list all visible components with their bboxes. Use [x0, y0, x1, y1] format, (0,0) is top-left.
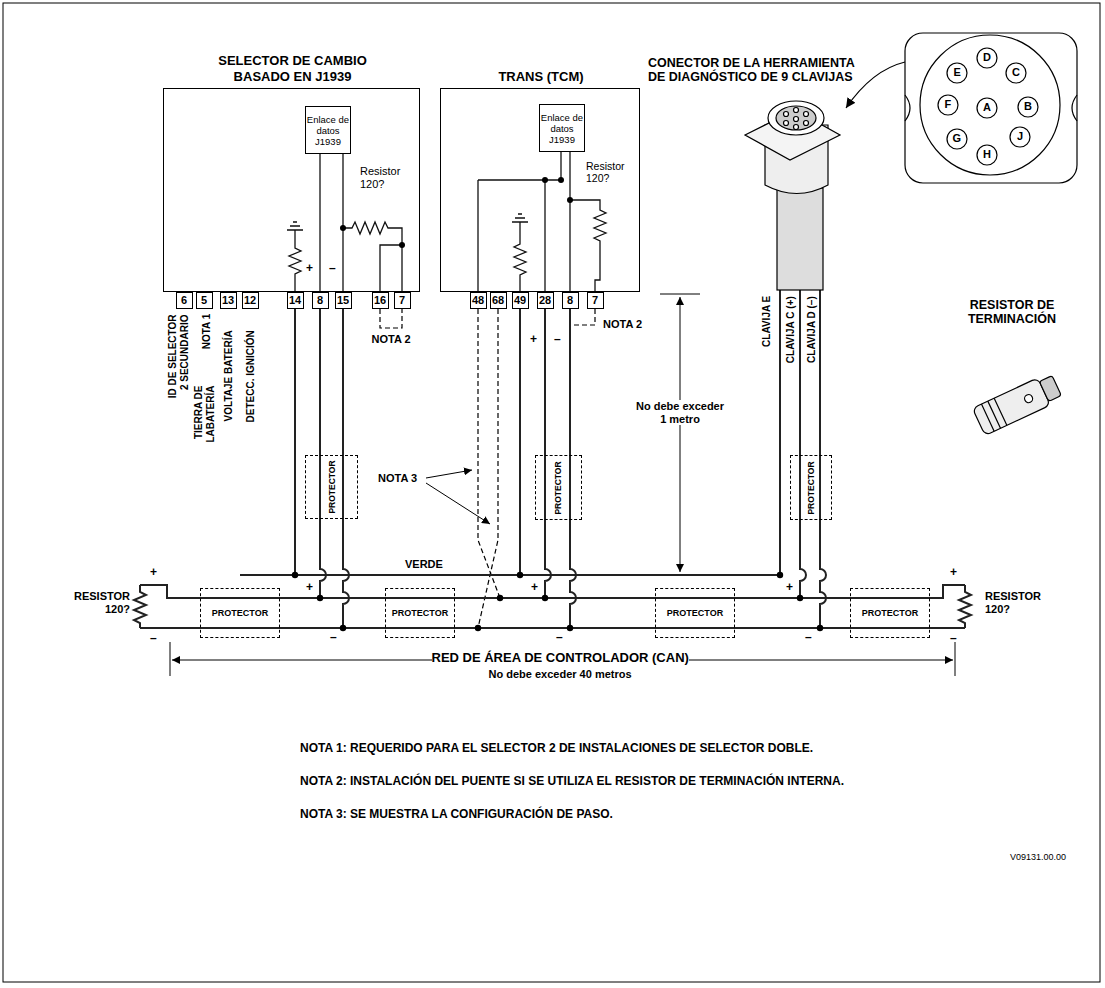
- pin-number: 13: [220, 292, 237, 309]
- polarity-sign: +: [150, 566, 157, 580]
- pin-number: 6: [176, 292, 193, 309]
- polarity-sign: –: [556, 631, 563, 645]
- polarity-sign: +: [306, 581, 313, 595]
- box-text: PROTECTOR: [666, 608, 724, 618]
- polarity-sign: +: [531, 581, 538, 595]
- junction-dots: [292, 177, 823, 631]
- protector-box: PROTECTOR: [535, 455, 582, 520]
- box-text: PROTECTOR: [211, 608, 269, 618]
- shift-selector-module: SELECTOR DE CAMBIO BASADO EN J1939Enlace…: [163, 88, 420, 292]
- pin-number: 7: [587, 292, 604, 309]
- protector-box: PROTECTOR: [305, 455, 358, 519]
- pin-number: 28: [537, 292, 554, 309]
- box-text: PROTECTOR: [806, 460, 816, 515]
- note-reference: NOTA 2: [372, 333, 411, 346]
- connector-pin-letter: J: [1017, 130, 1023, 143]
- pin-function-label: ID DE SELECTOR 2 SECUNDARIO: [167, 314, 190, 404]
- polarity-sign: –: [805, 631, 812, 645]
- resistor-label: RESISTOR 120?: [60, 590, 130, 615]
- connector-pin-letter: C: [1012, 66, 1020, 79]
- resistor-label: Resistor 120?: [360, 165, 408, 190]
- pin-number: 8: [312, 292, 329, 309]
- jumper-dashed: [380, 309, 595, 628]
- connector-pin-letter: B: [1024, 100, 1032, 113]
- drawing-number: V09131.00.00: [1010, 852, 1066, 862]
- protector-box: PROTECTOR: [200, 588, 280, 638]
- protector-box: PROTECTOR: [655, 588, 735, 638]
- pin-number: 5: [196, 292, 213, 309]
- pin-number: 8: [562, 292, 579, 309]
- polarity-sign: –: [330, 631, 337, 645]
- pin-number: 49: [512, 292, 529, 309]
- connector-pin-letter: E: [954, 66, 961, 79]
- module-heading: TRANS (TCM): [446, 69, 636, 85]
- connector-pin-letter: D: [983, 51, 991, 64]
- polarity-sign: +: [950, 566, 957, 580]
- box-text: Enlace de datos J1939: [306, 107, 350, 153]
- note-text: NOTA 2: INSTALACIÓN DEL PUENTE SI SE UTI…: [300, 775, 844, 789]
- pin-number: 7: [394, 292, 411, 309]
- transmission-module: TRANS (TCM)Enlace de datos J1939: [440, 88, 640, 292]
- dimension-label: RED DE ÁREA DE CONTROLADOR (CAN): [432, 651, 689, 666]
- pin-number: 48: [470, 292, 487, 309]
- termination-resistor-plug: [972, 372, 1063, 436]
- page-frame: [3, 3, 1100, 982]
- note-reference: NOTA 1: [201, 314, 213, 354]
- connector-face: [905, 33, 1077, 183]
- connector-pin-letter: H: [983, 148, 991, 161]
- connector-title: CONECTOR DE LA HERRAMIENTA DE DIAGNÓSTIC…: [648, 56, 863, 85]
- note-reference: NOTA 3: [378, 472, 417, 485]
- dimension-label: No debe exceder 40 metros: [489, 668, 632, 681]
- polarity-sign: –: [554, 333, 561, 347]
- connector-pin-letter: F: [945, 98, 952, 111]
- pin-number: 14: [287, 292, 304, 309]
- protector-box: PROTECTOR: [850, 588, 930, 638]
- wire-color-label: VERDE: [405, 558, 443, 571]
- connector-pin-letter: A: [983, 101, 991, 114]
- box-text: PROTECTOR: [861, 608, 919, 618]
- polarity-sign: –: [950, 632, 957, 646]
- protector-box: PROTECTOR: [385, 588, 455, 638]
- polarity-sign: –: [150, 632, 157, 646]
- connector-pin-label: CLAVIJA E: [761, 296, 773, 376]
- pin-number: 15: [335, 292, 352, 309]
- resistor-label: RESISTOR 120?: [985, 590, 1055, 615]
- pin-function-label: DETECC. IGNICIÓN: [244, 330, 256, 435]
- pin-function-label: VOLTAJE BATERÍA: [222, 330, 234, 435]
- module-heading: SELECTOR DE CAMBIO BASADO EN J1939: [208, 53, 378, 85]
- connector-pin-letter: G: [953, 132, 962, 145]
- pin-number: 12: [242, 292, 259, 309]
- dimension-label: No debe exceder 1 metro: [632, 400, 728, 425]
- resistor-label: Resistor 120?: [586, 160, 632, 184]
- pin-number: 16: [372, 292, 389, 309]
- pin-function-label: TIERRA DE LABATERÍA: [193, 385, 216, 451]
- note-text: NOTA 1: REQUERIDO PARA EL SELECTOR 2 DE …: [300, 742, 813, 756]
- dimension-lines: [170, 294, 955, 676]
- internal-wiring: [287, 151, 606, 292]
- polarity-sign: +: [530, 333, 537, 347]
- diagnostic-connector: [745, 62, 905, 290]
- box-text: PROTECTOR: [327, 459, 337, 514]
- note-text: NOTA 3: SE MUESTRA LA CONFIGURACIÓN DE P…: [300, 808, 613, 822]
- data-link-box: Enlace de datos J1939: [305, 106, 351, 154]
- box-text: Enlace de datos J1939: [540, 105, 584, 151]
- part-label: RESISTOR DE TERMINACIÓN: [947, 298, 1077, 327]
- polarity-sign: +: [786, 581, 793, 595]
- protector-box: PROTECTOR: [790, 455, 832, 520]
- connector-pin-label: CLAVIJA D (–): [805, 296, 817, 381]
- polarity-sign: –: [329, 262, 336, 276]
- pin-number: 68: [490, 292, 507, 309]
- connector-pin-label: CLAVIJA C (+): [784, 296, 796, 381]
- polarity-sign: +: [306, 262, 313, 276]
- can-bus-wires: [134, 290, 971, 628]
- data-link-box: Enlace de datos J1939: [539, 104, 585, 152]
- box-text: PROTECTOR: [553, 460, 563, 515]
- note-reference: NOTA 2: [603, 318, 642, 331]
- box-text: PROTECTOR: [391, 608, 449, 618]
